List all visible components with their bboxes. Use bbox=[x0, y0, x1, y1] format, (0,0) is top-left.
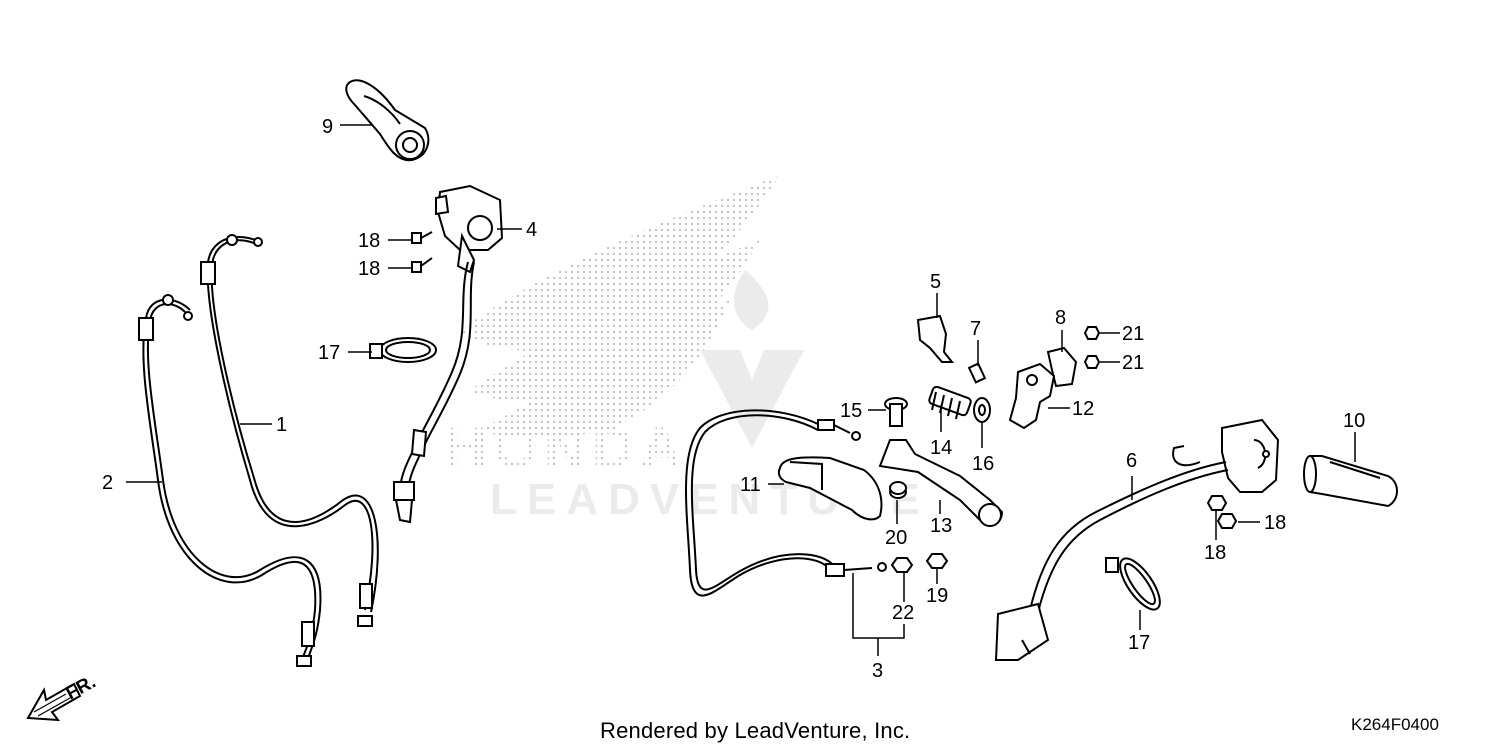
callout-19: 19 bbox=[926, 585, 948, 607]
lever-holder-cover bbox=[916, 314, 955, 363]
honda-wing-watermark: HONDA bbox=[445, 175, 780, 481]
clutch-cable-3 bbox=[685, 409, 887, 597]
left-grip bbox=[345, 79, 430, 162]
front-direction-arrow: FR. bbox=[26, 672, 99, 722]
lever-cover-11 bbox=[777, 456, 883, 521]
pivot-bolt-7 bbox=[967, 362, 987, 384]
callout-18-c: 18 bbox=[1264, 512, 1286, 534]
pivot-bolt-15 bbox=[884, 397, 908, 427]
cable-adjuster-14 bbox=[928, 385, 972, 420]
right-grip bbox=[1303, 455, 1398, 508]
screw-18-right-lower bbox=[1216, 513, 1238, 529]
callout-18-a: 18 bbox=[358, 230, 380, 252]
lock-nut-16 bbox=[973, 397, 991, 423]
callout-18-b: 18 bbox=[358, 258, 380, 280]
callout-4: 4 bbox=[526, 219, 537, 241]
callout-21-a: 21 bbox=[1122, 323, 1144, 345]
callout-21-b: 21 bbox=[1122, 352, 1144, 374]
callout-9: 9 bbox=[322, 116, 333, 138]
callout-5: 5 bbox=[930, 271, 941, 293]
callout-16: 16 bbox=[972, 453, 994, 475]
callout-13: 13 bbox=[930, 515, 952, 537]
callout-18-d: 18 bbox=[1204, 542, 1226, 564]
right-switch-housing bbox=[1221, 418, 1280, 493]
screw-21-upper bbox=[1083, 326, 1101, 340]
nut-20 bbox=[889, 481, 907, 499]
callout-17-a: 17 bbox=[318, 342, 340, 364]
cable-tie-right bbox=[1105, 557, 1161, 611]
callout-1: 1 bbox=[276, 414, 287, 436]
clutch-lever-13 bbox=[878, 439, 1004, 527]
callout-7: 7 bbox=[970, 318, 981, 340]
callout-2: 2 bbox=[102, 472, 113, 494]
holder-clamp-8 bbox=[1046, 346, 1078, 388]
throttle-cable-1 bbox=[200, 234, 379, 627]
nut-22 bbox=[890, 557, 914, 573]
callout-lines bbox=[126, 124, 1356, 656]
clutch-lever-bracket bbox=[1008, 362, 1056, 430]
watermark-brand: HONDA bbox=[445, 416, 688, 481]
callout-20: 20 bbox=[885, 527, 907, 549]
screw-18-upper-left bbox=[411, 231, 433, 244]
screw-21-lower bbox=[1083, 355, 1101, 369]
left-switch-harness bbox=[393, 261, 475, 524]
callout-15: 15 bbox=[840, 400, 862, 422]
screw-18-right-upper bbox=[1206, 495, 1228, 511]
callout-10: 10 bbox=[1343, 410, 1365, 432]
left-switch-housing bbox=[435, 184, 504, 274]
callout-3: 3 bbox=[872, 660, 883, 682]
right-switch-harness bbox=[994, 445, 1229, 661]
nut-19 bbox=[925, 553, 949, 569]
render-credit: Rendered by LeadVenture, Inc. bbox=[600, 718, 911, 743]
callout-17-b: 17 bbox=[1128, 632, 1150, 654]
callout-22: 22 bbox=[892, 602, 914, 624]
callout-11: 11 bbox=[740, 474, 761, 496]
cable-tie-left bbox=[369, 337, 437, 363]
throttle-cable-2 bbox=[138, 294, 322, 667]
callout-6: 6 bbox=[1126, 450, 1137, 472]
callout-12: 12 bbox=[1072, 398, 1094, 420]
diagram-code: K264F0400 bbox=[1351, 715, 1439, 734]
callout-labels: 9 4 18 18 17 1 2 5 7 8 21 21 12 15 14 16… bbox=[102, 116, 1365, 682]
callout-8: 8 bbox=[1055, 307, 1066, 329]
callout-14: 14 bbox=[930, 437, 952, 459]
screw-18-lower-left bbox=[411, 257, 433, 273]
